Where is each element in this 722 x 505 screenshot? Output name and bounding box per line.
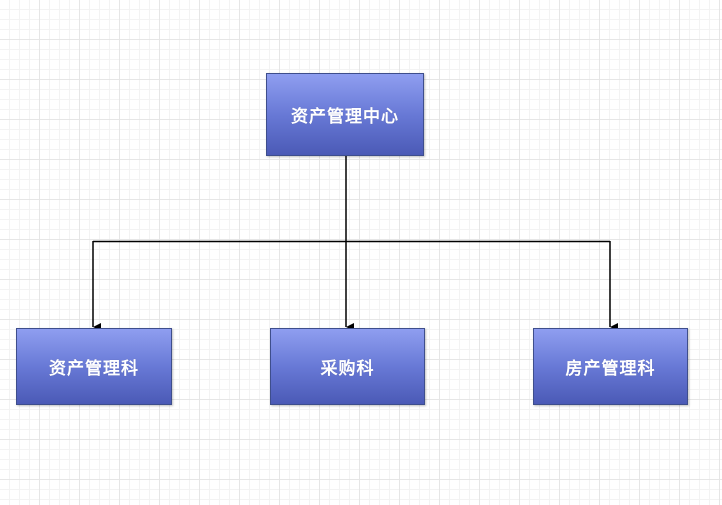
- node-label: 资产管理中心: [291, 107, 399, 127]
- node-asset-management-center[interactable]: 资产管理中心: [266, 73, 424, 156]
- node-property-management-section[interactable]: 房产管理科: [533, 328, 688, 405]
- node-asset-management-section[interactable]: 资产管理科: [16, 328, 172, 405]
- node-purchasing-section[interactable]: 采购科: [270, 328, 425, 405]
- node-label: 房产管理科: [565, 359, 656, 379]
- node-label: 采购科: [320, 359, 375, 379]
- node-label: 资产管理科: [49, 359, 139, 379]
